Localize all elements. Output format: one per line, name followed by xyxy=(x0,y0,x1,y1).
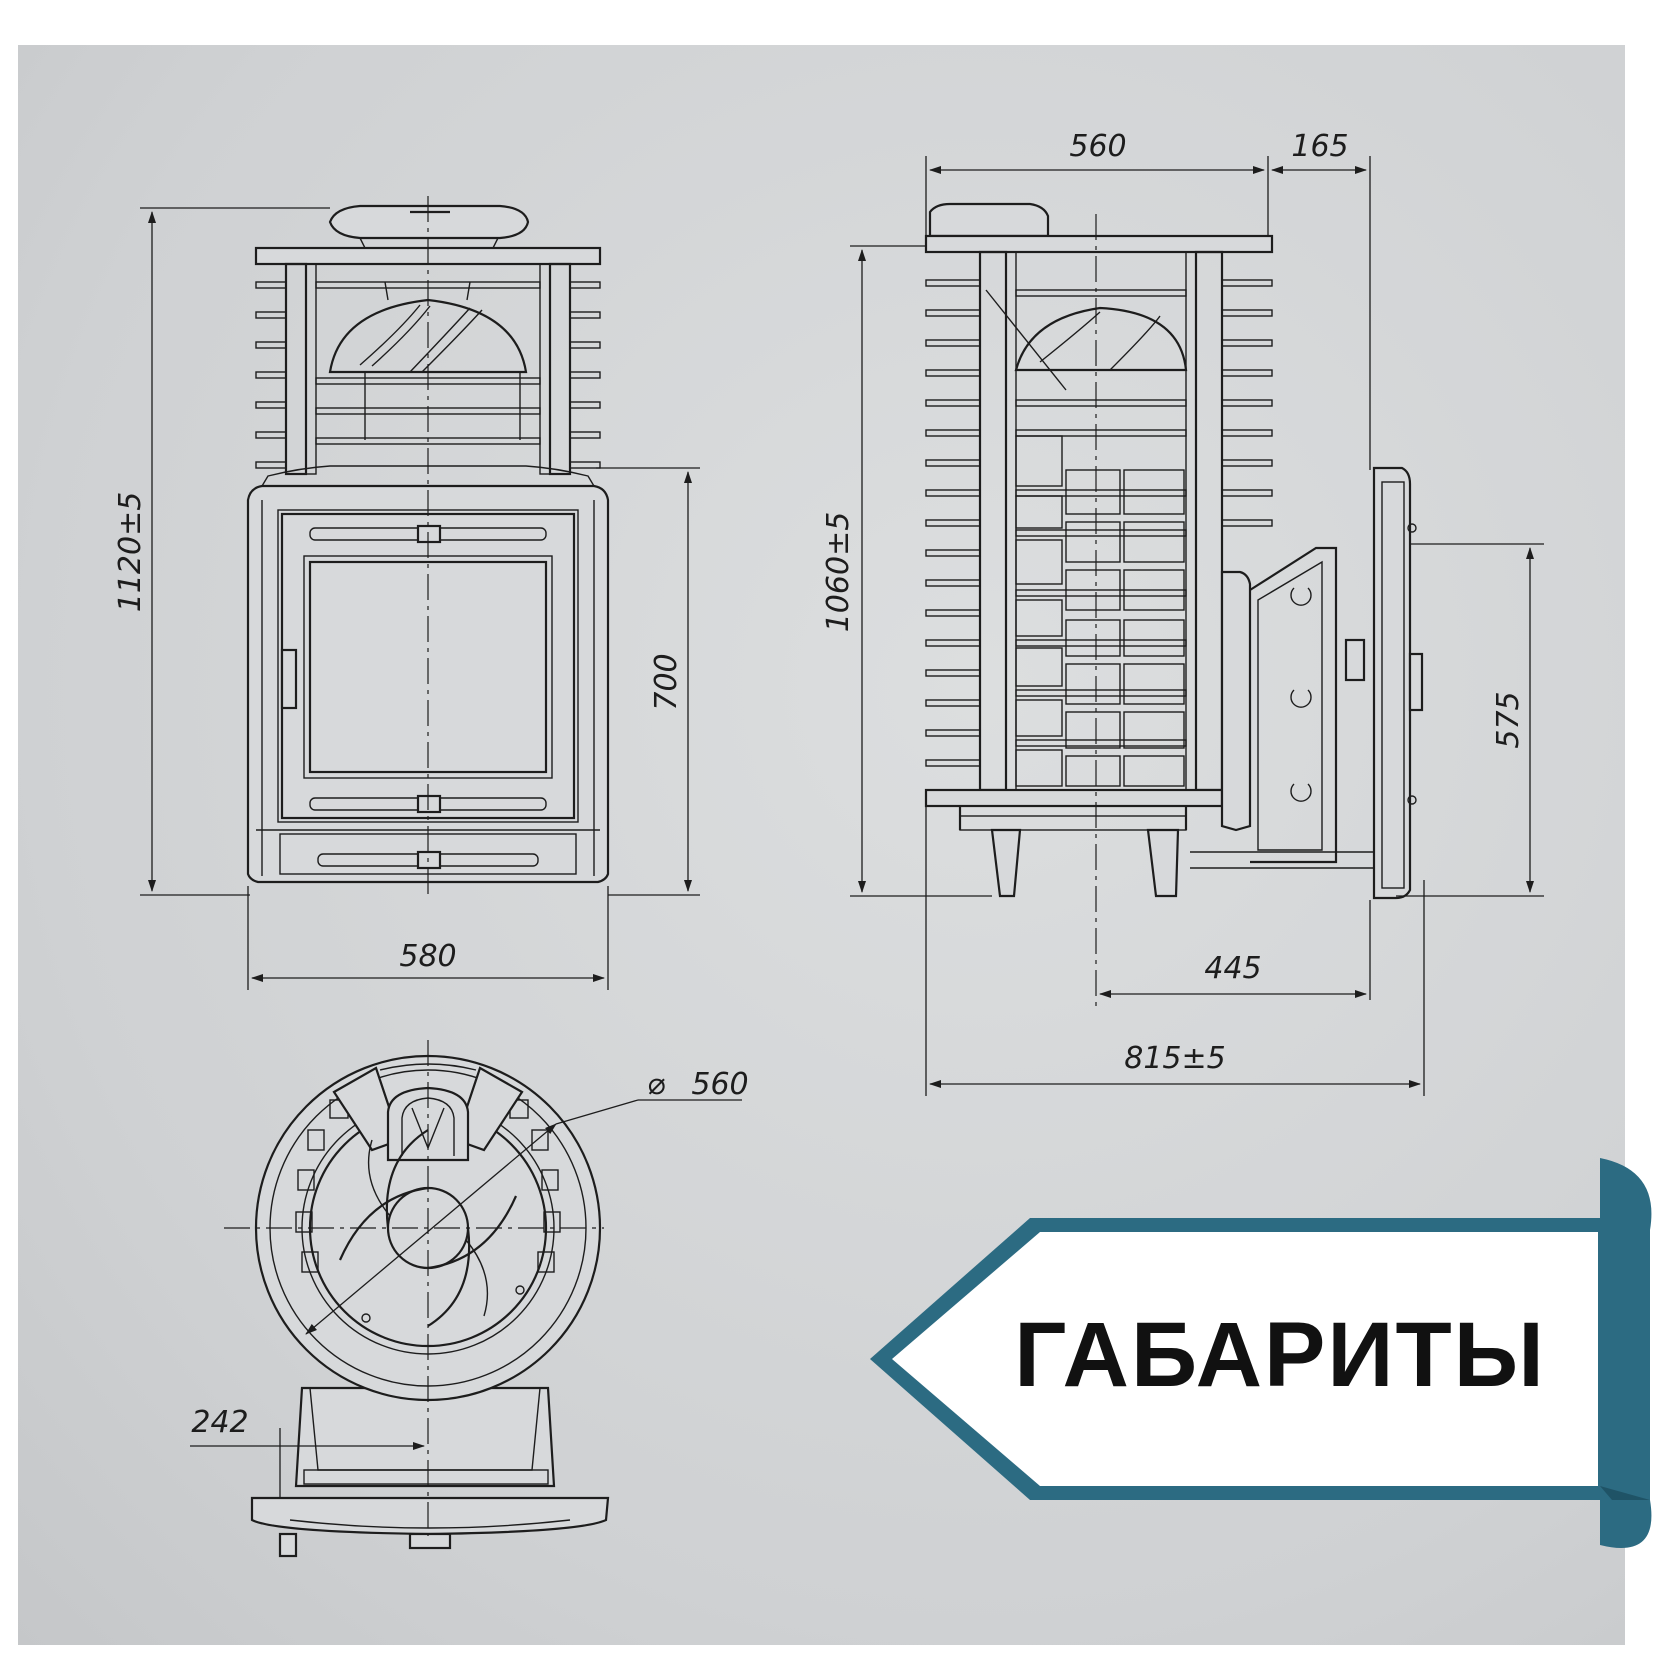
top-view xyxy=(250,1054,610,1558)
badge-label: ГАБАРИТЫ xyxy=(1014,1303,1546,1406)
dim-door-offset: 242 xyxy=(191,1405,248,1440)
top-dimensions xyxy=(190,1099,742,1498)
dim-tunnel-length: 445 xyxy=(1204,951,1261,986)
dim-front-width: 580 xyxy=(399,939,456,974)
dim-top-diameter: 560 xyxy=(691,1067,748,1102)
dim-total-depth: 815±5 xyxy=(1124,1041,1225,1076)
side-view xyxy=(924,202,1424,900)
front-dimensions xyxy=(140,207,700,990)
dim-side-offset: 165 xyxy=(1291,129,1348,164)
side-dimensions xyxy=(850,156,1544,1096)
dim-front-height: 1120±5 xyxy=(113,492,148,613)
dim-door-height: 575 xyxy=(1491,691,1526,748)
dim-side-height: 1060±5 xyxy=(821,512,856,633)
dim-firebox-height: 700 xyxy=(649,653,684,710)
dim-diameter-symbol: ⌀ xyxy=(647,1067,665,1102)
title-badge xyxy=(870,1158,1652,1548)
dim-side-top-depth: 560 xyxy=(1069,129,1126,164)
